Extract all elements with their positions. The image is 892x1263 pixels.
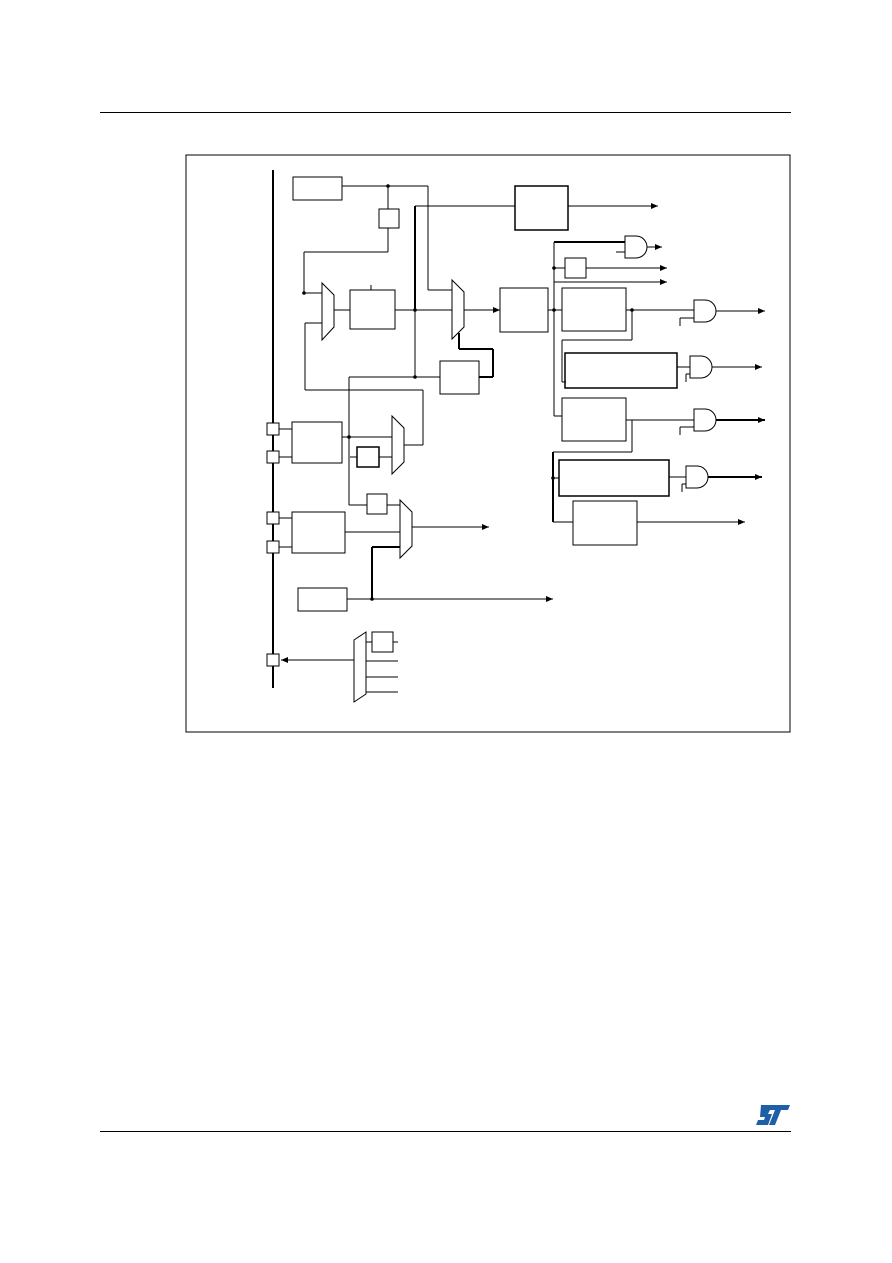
bus-port [266, 540, 280, 554]
and-gate [624, 235, 648, 259]
block [558, 459, 670, 497]
block [564, 352, 678, 389]
junction-dot [347, 435, 351, 439]
block [439, 360, 480, 395]
footer-rule [100, 1131, 791, 1132]
junction-dot [552, 266, 556, 270]
and-gate [693, 408, 717, 432]
header-rule [100, 112, 791, 113]
small-block [356, 446, 380, 468]
block [349, 289, 396, 330]
small-block [371, 631, 394, 653]
block [297, 587, 348, 612]
junction-dot [630, 308, 634, 312]
mux [321, 281, 335, 342]
small-block [366, 493, 388, 515]
st-logo-icon [756, 1105, 790, 1125]
block [561, 287, 627, 332]
diagram-frame [185, 154, 791, 733]
block [561, 397, 627, 442]
mux [399, 498, 413, 560]
block [499, 287, 549, 333]
and-gate [685, 465, 709, 489]
junction-dot [413, 308, 417, 312]
junction-dot [551, 476, 555, 480]
mux [451, 278, 465, 341]
junction-dot [386, 184, 390, 188]
small-block [564, 257, 587, 279]
mux [391, 414, 405, 476]
junction-dot [370, 597, 374, 601]
junction-dot [413, 375, 417, 379]
bus-port [266, 450, 280, 464]
block [291, 511, 346, 554]
mux [353, 631, 367, 703]
block [514, 185, 569, 231]
bus-port [266, 511, 280, 525]
junction-dot [302, 291, 306, 295]
block [291, 421, 343, 464]
bus-port [266, 422, 280, 436]
and-gate [689, 355, 713, 379]
bus-port [266, 653, 280, 667]
block [572, 500, 638, 546]
small-block [378, 208, 400, 229]
block [292, 176, 343, 201]
and-gate [693, 299, 717, 323]
junction-dot [552, 308, 556, 312]
